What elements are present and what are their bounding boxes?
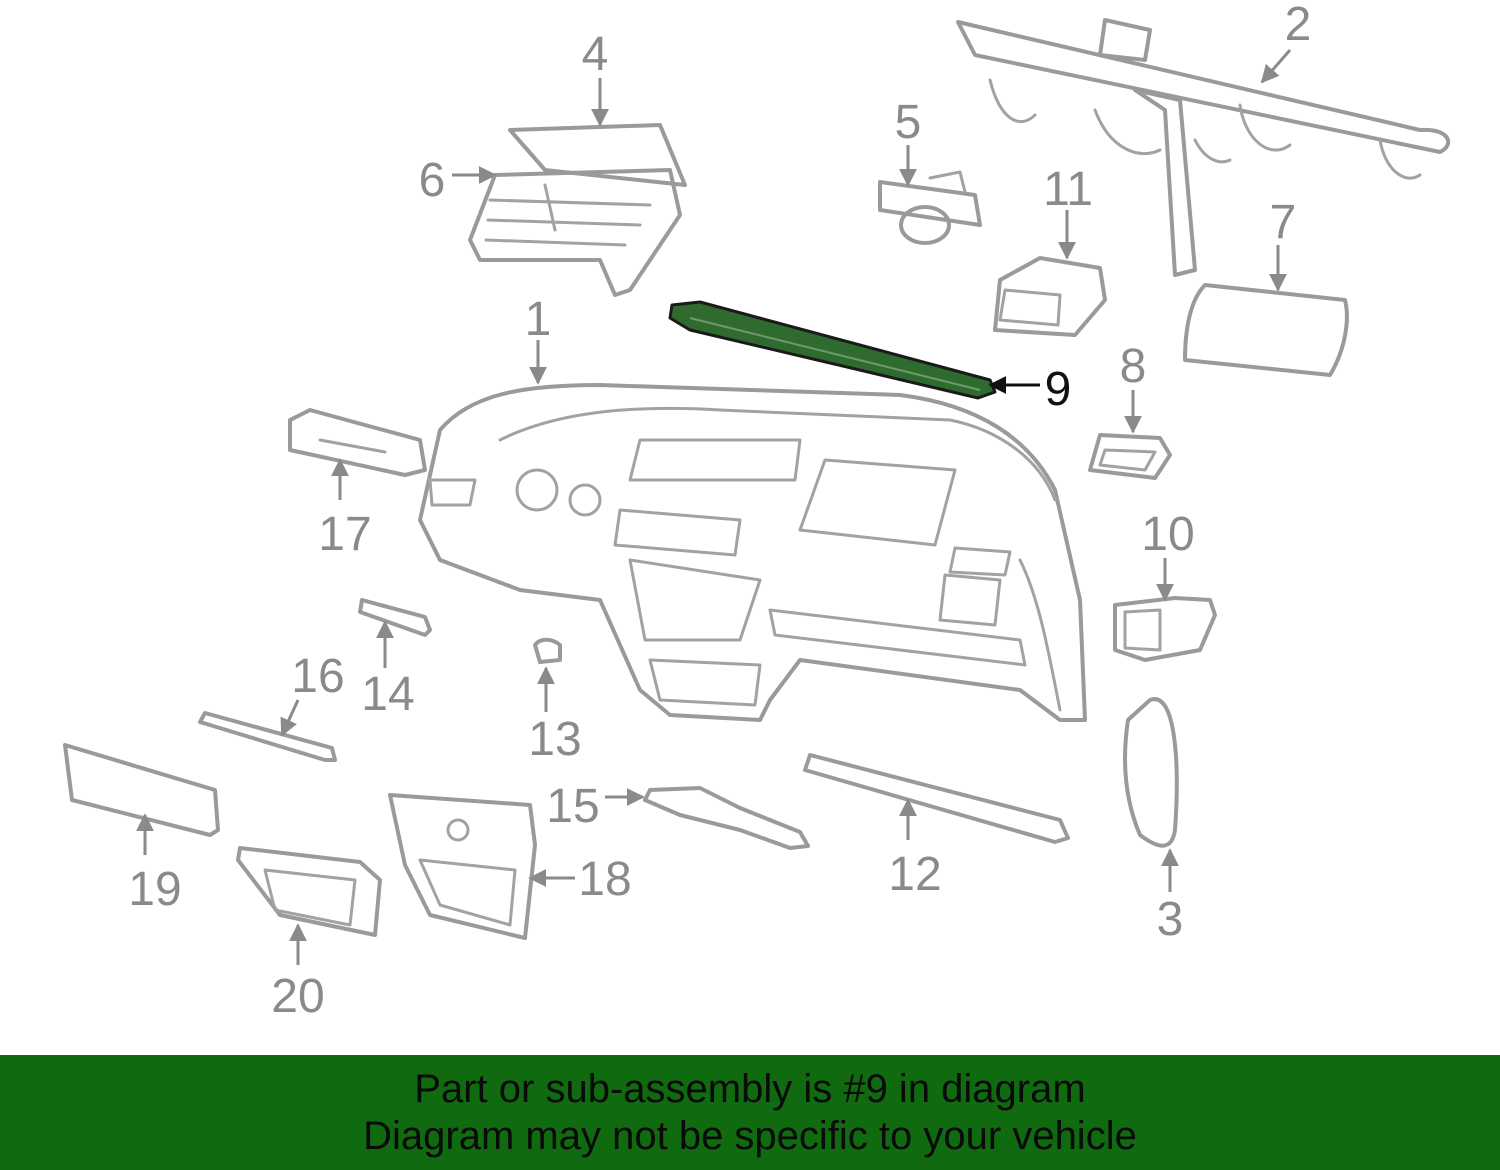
- leader-lines: [136, 49, 1292, 965]
- part-14-trim-strip: [358, 598, 432, 637]
- callout-14: 14: [361, 668, 414, 721]
- part-7-module: [1183, 283, 1349, 377]
- callout-2: 2: [1285, 0, 1312, 51]
- callout-5: 5: [895, 96, 922, 149]
- part-10-vent: [1113, 596, 1217, 662]
- callout-labels: 1 2 3 4 5 6 7 8 9 10 11 12 13 14 15 16 1…: [128, 0, 1311, 1023]
- callout-7: 7: [1270, 196, 1297, 249]
- part-19-panel: [63, 743, 220, 837]
- part-4-defroster-duct: [468, 123, 687, 297]
- part-3-trim-panel: [1123, 697, 1179, 848]
- callout-13: 13: [528, 713, 581, 766]
- callout-4: 4: [582, 28, 609, 81]
- callout-6: 6: [419, 154, 446, 207]
- part-20-control-panel: [236, 846, 382, 937]
- part-17-trim-bezel: [288, 408, 427, 477]
- callout-18: 18: [578, 853, 631, 906]
- part-2-cross-car-beam: [956, 18, 1451, 277]
- part-13-cover: [533, 637, 562, 664]
- part-11-vent: [993, 256, 1107, 337]
- banner-line-1: Part or sub-assembly is #9 in diagram: [414, 1066, 1086, 1111]
- part-16-trim-strip: [198, 711, 337, 762]
- callout-19: 19: [128, 863, 181, 916]
- info-banner: Part or sub-assembly is #9 in diagram Di…: [0, 1055, 1500, 1170]
- callout-1: 1: [525, 293, 552, 346]
- callout-3: 3: [1157, 893, 1184, 946]
- callout-8: 8: [1120, 340, 1147, 393]
- part-9-defroster-grille: [668, 300, 997, 400]
- callout-9-highlighted: 9: [1045, 363, 1072, 416]
- part-12-trim-strip: [803, 753, 1070, 844]
- parts-diagram: 1 2 3 4 5 6 7 8 9 10 11 12 13 14 15 16 1…: [63, 0, 1451, 1023]
- callout-12: 12: [888, 848, 941, 901]
- callout-11: 11: [1043, 163, 1093, 216]
- part-18-control-bezel: [388, 793, 537, 940]
- banner-line-2: Diagram may not be specific to your vehi…: [363, 1113, 1137, 1158]
- callout-15: 15: [546, 780, 599, 833]
- callout-16: 16: [291, 650, 344, 703]
- part-5-sensor: [878, 170, 982, 245]
- part-8-vent: [1088, 433, 1172, 480]
- callout-17: 17: [318, 508, 371, 561]
- callout-10: 10: [1141, 508, 1194, 561]
- callout-20: 20: [271, 970, 324, 1023]
- part-1-instrument-panel: [418, 383, 1087, 722]
- part-15-bracket: [643, 786, 810, 850]
